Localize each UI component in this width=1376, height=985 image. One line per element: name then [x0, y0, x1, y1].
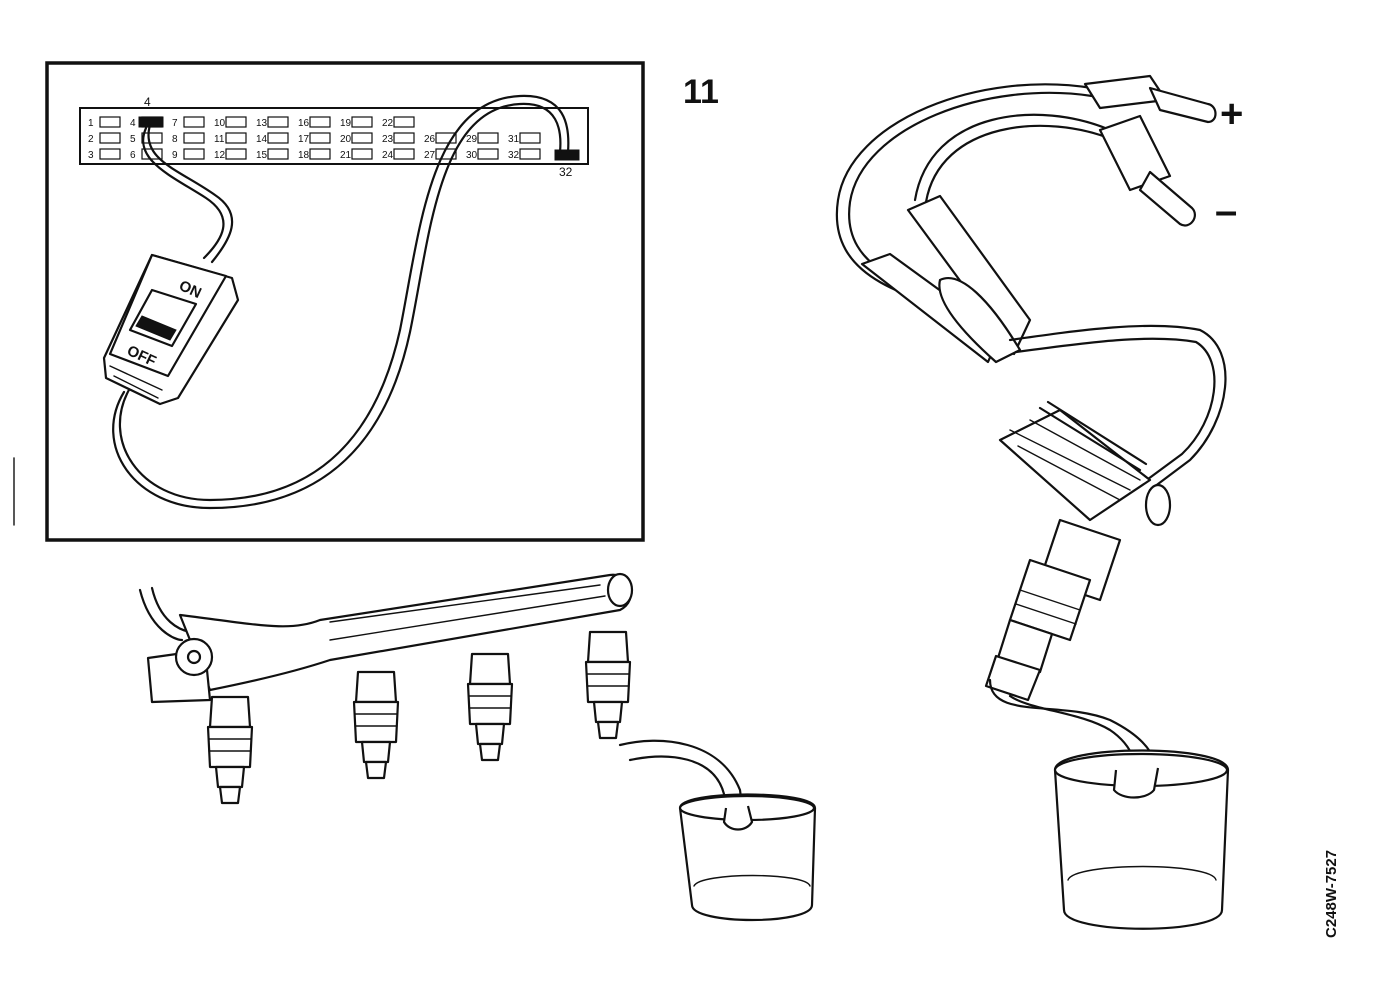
plus-label: +: [1220, 92, 1243, 136]
pin-number: 31: [508, 134, 520, 145]
injector-3: [466, 652, 514, 762]
figure-number: 11: [683, 73, 719, 111]
pin-number: 23: [382, 134, 394, 145]
figure-code: C248W-7527: [1323, 850, 1340, 938]
pin-slot: [351, 116, 373, 128]
pin-number: 10: [214, 118, 226, 129]
pin-number: 22: [382, 118, 394, 129]
minus-test-plug: [1098, 114, 1172, 192]
pin-number: 30: [466, 150, 478, 161]
pin-slot: [225, 132, 247, 144]
pin-slot: [225, 148, 247, 160]
pin-number: 15: [256, 150, 268, 161]
pin-number: 12: [214, 150, 226, 161]
injector-single: [984, 518, 1122, 702]
pin-number: 1: [88, 118, 94, 129]
fuel-rail: [178, 573, 632, 692]
pin-slot: [267, 132, 289, 144]
connector-row-2: 2 5 8 11 14 17 20 23 26 29 31: [88, 132, 541, 145]
fuel-rail-assembly: [138, 572, 634, 805]
pin-number: 17: [298, 134, 310, 145]
pin-number: 7: [172, 118, 178, 129]
beaker-right: [1053, 749, 1230, 930]
highlighted-pin-32: [554, 149, 580, 161]
pin-number: 6: [130, 150, 136, 161]
pin-slot: [393, 148, 415, 160]
connector-row-3: 3 6 9 12 15 18 21 24 27 30 32: [88, 148, 541, 161]
pin-number: 13: [256, 118, 268, 129]
pin-slot: [309, 132, 331, 144]
pin-number: 27: [424, 150, 436, 161]
pin-32-label: 32: [559, 165, 573, 179]
pin-slot: [99, 148, 121, 160]
pin-slot: [519, 132, 541, 144]
pin-slot: [393, 116, 415, 128]
pin-number: 11: [214, 134, 225, 145]
pin-number: 19: [340, 118, 352, 129]
pin-number: 26: [424, 134, 436, 145]
pin-number: 21: [340, 150, 352, 161]
on-off-switch: ON OFF: [102, 253, 240, 406]
pin-number: 16: [298, 118, 310, 129]
pin-slot: [351, 148, 373, 160]
pin-slot: [477, 148, 499, 160]
pin-slot: [225, 116, 247, 128]
pin-number: 24: [382, 150, 394, 161]
test-lead-assembly: + –: [835, 74, 1243, 527]
pin-slot: [141, 132, 163, 144]
pin-number: 8: [172, 134, 178, 145]
injector-2: [352, 670, 400, 780]
pin-number: 2: [88, 134, 94, 145]
pin-slot: [99, 132, 121, 144]
pin-number: 32: [508, 150, 520, 161]
pin-number: 14: [256, 134, 268, 145]
pin-slot: [393, 132, 415, 144]
pin-slot: [309, 148, 331, 160]
minus-label: –: [1215, 189, 1237, 233]
pin-number: 29: [466, 134, 478, 145]
pin-number: 9: [172, 150, 178, 161]
jumper-wire-pin32: [118, 94, 570, 502]
pin-slot: [435, 132, 457, 144]
pin-number: 20: [340, 134, 352, 145]
pin-slot: [351, 132, 373, 144]
pin-slot: [309, 116, 331, 128]
pin-slot: [183, 116, 205, 128]
pin-slot: [477, 132, 499, 144]
pin-slot: [267, 116, 289, 128]
pin-slot: [183, 132, 205, 144]
pin-number: 3: [88, 150, 94, 161]
beaker-left: [678, 793, 817, 922]
pin-slot: [183, 148, 205, 160]
pin-slot: [519, 148, 541, 160]
pin-number: 4: [130, 118, 136, 129]
injector-4: [584, 630, 632, 740]
pin-4-label: 4: [144, 95, 151, 109]
pin-number: 18: [298, 150, 310, 161]
highlighted-pin-4: [138, 116, 164, 128]
injectors: [206, 630, 632, 805]
pin-slot: [267, 148, 289, 160]
pin-slot: [99, 116, 121, 128]
pin-number: 5: [130, 134, 136, 145]
injector-1: [206, 695, 254, 805]
jumper-wire-pin4: [147, 123, 234, 264]
